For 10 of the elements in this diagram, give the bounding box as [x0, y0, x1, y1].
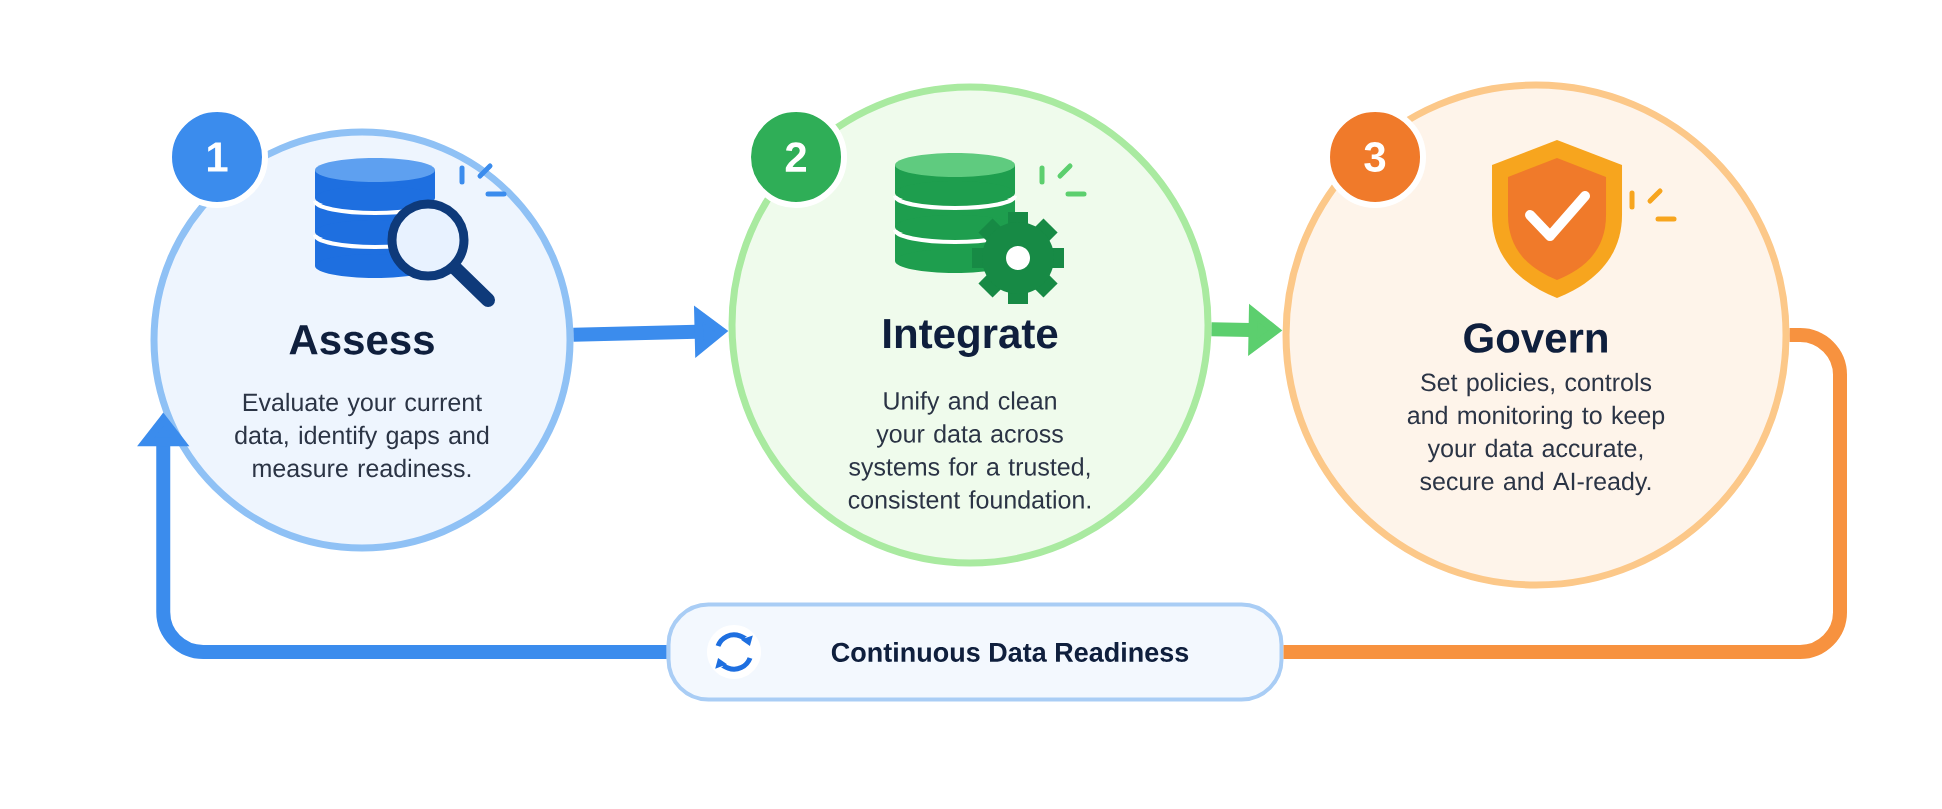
step-description: Unify and clean your data across systems for a trusted, consistent foundation.	[848, 391, 1090, 509]
number-badge: 2	[745, 106, 847, 208]
number-badge: 1	[166, 106, 268, 208]
step-title: Assess	[289, 325, 434, 355]
step-title: Govern	[1464, 323, 1607, 353]
step-description: Evaluate your current data, identify gaps and measure readiness.	[235, 392, 489, 478]
number-badge: 3	[1324, 106, 1426, 208]
step-description: Set policies, controls and monitoring to keep your data accurate, secure and AI-ready.	[1407, 372, 1665, 496]
pill-box: Continuous Data Readiness	[666, 602, 1284, 702]
step-title: Integrate	[884, 319, 1058, 357]
